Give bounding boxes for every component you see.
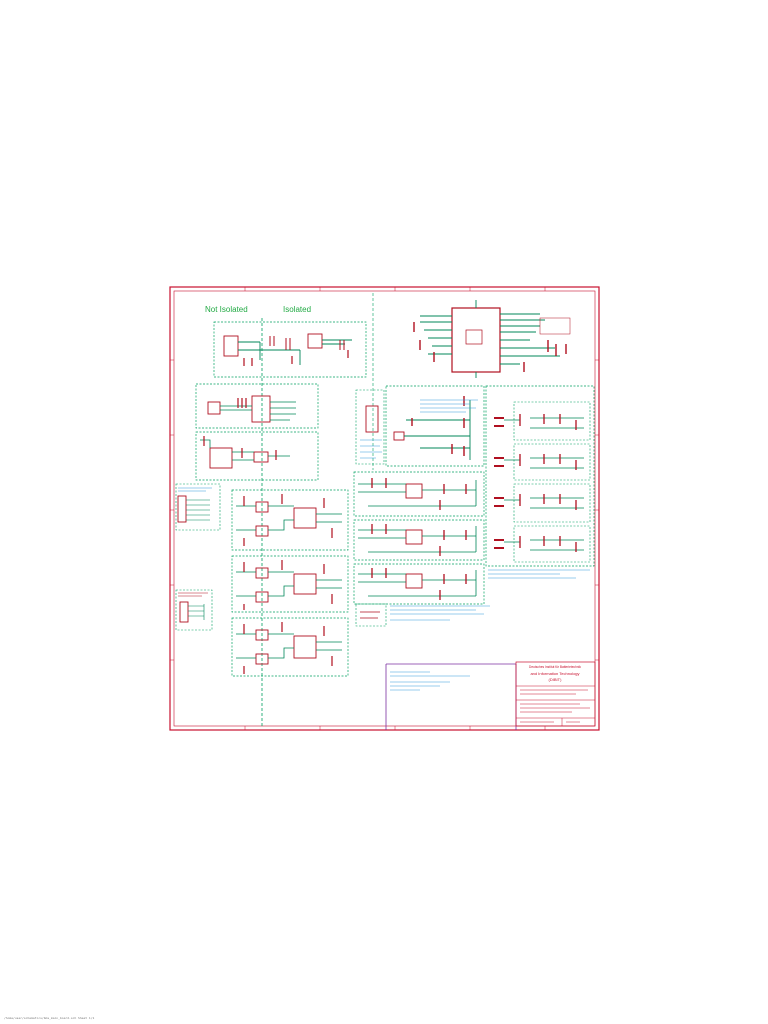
block-channel-3	[353, 563, 485, 605]
block-phase-3	[494, 483, 591, 523]
block-channel-2	[353, 519, 485, 561]
title-institution-line1: Deutsches Institut für Batterietechnik	[529, 665, 581, 669]
block-gate-driver-1	[231, 489, 349, 551]
block-sensor-left	[355, 389, 385, 465]
block-gate-driver-2	[231, 555, 349, 613]
note-annotations-right	[488, 569, 590, 579]
block-power-supply	[213, 321, 367, 378]
label-isolated: Isolated	[283, 305, 311, 314]
block-phase-4	[494, 525, 591, 563]
block-small-connector	[355, 603, 387, 627]
block-current-sense	[385, 385, 485, 467]
frame-ticks	[170, 287, 599, 730]
block-phase-2	[494, 443, 591, 481]
block-phase-1	[494, 401, 591, 441]
file-path-footer: /home/user/schematics/bms_main_board.sch…	[4, 1016, 95, 1020]
right-group-frame	[485, 385, 595, 567]
block-left-connector-2	[175, 589, 213, 631]
block-left-connector-1	[175, 483, 221, 531]
block-gate-driver-3	[231, 617, 349, 677]
block-microcontroller	[413, 300, 571, 378]
title-institution-line2: and Information Technology	[530, 671, 579, 676]
label-not-isolated: Not Isolated	[205, 305, 248, 314]
title-institution-line3: (DIBIT)	[549, 677, 563, 682]
outer-frame	[169, 286, 600, 731]
block-isolated-dcdc	[195, 431, 319, 481]
note-annotations-center	[390, 605, 490, 621]
title-block: Deutsches Institut für Batterietechnik a…	[385, 661, 596, 730]
block-can-interface	[195, 383, 319, 429]
block-channel-1	[353, 471, 485, 517]
inner-frame	[173, 290, 596, 727]
